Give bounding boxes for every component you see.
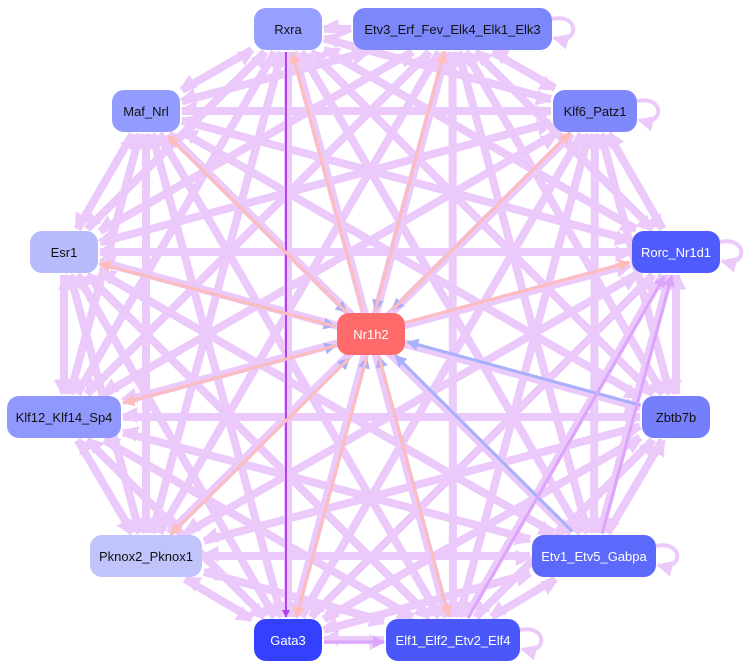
edge-Nr1h2-Klf12 [122, 344, 336, 406]
node-label: Etv1_Etv5_Gabpa [541, 548, 647, 564]
edge-Nr1h2-Maf [166, 134, 348, 314]
edge-Etv1-Klf12 [121, 426, 532, 540]
edge-Esr1-Maf [77, 133, 137, 232]
edge-Nr1h2-Elf1 [377, 356, 452, 618]
self-loop-Elf1 [519, 627, 544, 661]
edge-Pknox2-Rxra [152, 50, 288, 535]
edge-Nr1h2-Etv3 [373, 50, 448, 311]
edge-Klf12-Klf6 [103, 134, 558, 398]
edge-Gata3-Pknox2 [184, 575, 255, 619]
node-rxra[interactable]: Rxra [254, 8, 322, 50]
node-gata3[interactable]: Gata3 [254, 619, 322, 661]
edge-Pknox2-Gata3 [182, 579, 253, 623]
edge-Rorc-Rxra [323, 46, 638, 229]
node-label: Elf1_Elf2_Etv2_Elf4 [395, 632, 511, 648]
edge-Klf6-Etv3 [492, 48, 558, 89]
edge-Elf1-Pknox2 [202, 566, 386, 622]
edge-Elf1-Maf [159, 131, 444, 617]
edge-Gata3-Klf6 [301, 133, 586, 620]
node-etv3[interactable]: Etv3_Erf_Fev_Elk4_Elk1_Elk3 [353, 8, 552, 50]
edge-Klf6-Klf12 [101, 130, 556, 395]
edge-Gata3-Maf [150, 131, 286, 618]
self-loop-Etv1 [655, 543, 680, 577]
node-pknox2[interactable]: Pknox2_Pknox1 [90, 535, 202, 577]
node-label: Etv3_Erf_Fev_Elk4_Elk1_Elk3 [364, 21, 541, 37]
edge-Etv1-Esr1 [99, 269, 556, 534]
node-label: Rxra [274, 21, 302, 37]
node-nr1h2[interactable]: Nr1h2 [337, 313, 405, 355]
edge-Nr1h2-Gata3 [293, 357, 369, 619]
edge-Klf6-Esr1 [97, 118, 551, 245]
node-label: Rorc_Nr1d1 [640, 244, 712, 260]
node-label: Gata3 [270, 632, 306, 648]
edge-Elf1-Klf6 [459, 132, 595, 619]
self-loop-Rorc [719, 239, 744, 273]
node-label: Esr1 [50, 244, 78, 260]
node-maf[interactable]: Maf_Nrl [112, 90, 180, 132]
edge-Etv1-Nr1h2 [394, 354, 574, 533]
edge-Esr1-Etv1 [98, 272, 555, 537]
node-etv1[interactable]: Etv1_Etv5_Gabpa [532, 535, 656, 577]
edge-Zbtb7b-Nr1h2 [406, 338, 641, 407]
node-zbtb7b[interactable]: Zbtb7b [642, 396, 710, 438]
edge-Etv1-Rorc [600, 274, 675, 534]
edge-Nr1h2-Pknox2 [169, 357, 351, 536]
self-loop-Klf6 [636, 98, 661, 132]
edge-Etv1-Rxra [301, 49, 585, 533]
self-loop-Etv3 [551, 16, 576, 50]
node-elf1[interactable]: Elf1_Elf2_Etv2_Elf4 [386, 619, 520, 661]
node-klf12[interactable]: Klf12_Klf14_Sp4 [7, 396, 121, 438]
edge-Elf1-Rorc [466, 274, 666, 619]
edge-Rorc-Pknox2 [183, 271, 636, 534]
edge-Klf12-Etv1 [121, 432, 532, 546]
edge-Maf-Rxra [182, 49, 255, 94]
node-esr1[interactable]: Esr1 [30, 231, 98, 273]
edge-Rorc-Klf6 [608, 131, 667, 230]
edge-Zbtb7b-Elf1 [473, 437, 654, 618]
edge-Pknox2-Rorc [186, 274, 639, 537]
node-label: Klf6_Patz1 [563, 103, 627, 119]
edge-Gata3-Etv1 [323, 571, 533, 634]
edge-Nr1h2-Klf6 [391, 131, 572, 311]
edge-Zbtb7b-Gata3 [321, 434, 641, 620]
node-label: Maf_Nrl [123, 103, 169, 119]
edge-Elf1-Klf12 [103, 436, 415, 618]
node-rorc[interactable]: Rorc_Nr1d1 [632, 231, 720, 273]
node-label: Klf12_Klf14_Sp4 [15, 409, 113, 425]
edge-Nr1h2-Esr1 [98, 260, 335, 328]
edge-Elf1-Zbtb7b [476, 440, 656, 620]
node-label: Pknox2_Pknox1 [99, 548, 193, 564]
edge-Pknox2-Klf12 [77, 437, 136, 533]
node-label: Nr1h2 [353, 326, 389, 342]
edge-Zbtb7b-Maf [181, 128, 643, 397]
edge-Klf6-Rorc [604, 133, 663, 232]
node-klf6[interactable]: Klf6_Patz1 [553, 90, 637, 132]
edge-Klf12-Pknox2 [74, 439, 133, 536]
node-label: Zbtb7b [655, 409, 697, 425]
edge-Nr1h2-Rorc [406, 259, 631, 324]
edge-Maf-Zbtb7b [179, 131, 641, 400]
edge-Nr1h2-Rxra [289, 51, 365, 312]
edge-Elf1-Etv1 [491, 578, 558, 621]
edge-Gata3-Esr1 [77, 272, 279, 618]
edge-Rorc-Maf [180, 114, 632, 240]
edge-Etv1-Gata3 [321, 569, 531, 633]
edge-Gata3-Rorc [311, 275, 656, 620]
